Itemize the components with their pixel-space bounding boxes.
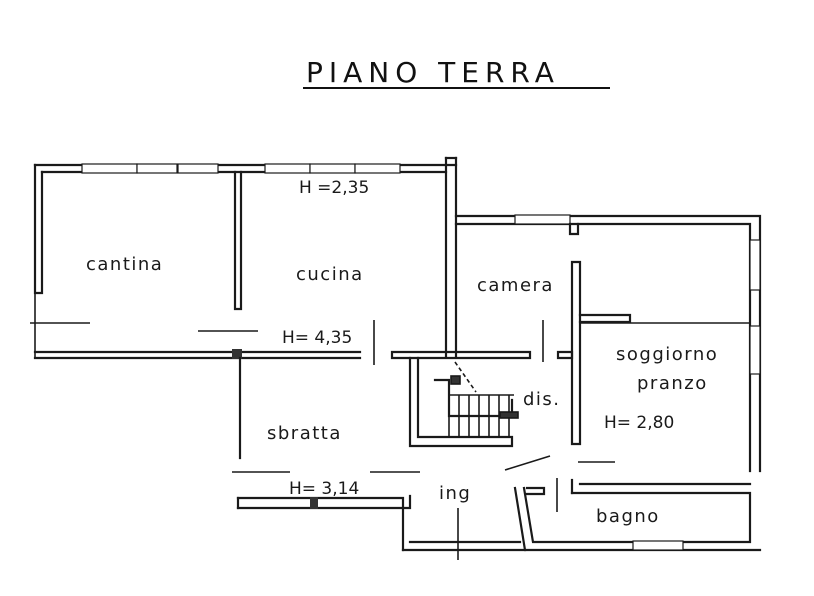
room-label-cantina: cantina [86,254,163,275]
room-label-pranzo: pranzo [637,373,708,394]
height-label-cucina-bottom: H= 4,35 [282,328,352,348]
room-label-ing: ing [439,483,471,504]
window [514,214,571,225]
window [177,163,219,174]
room-label-cucina: cucina [296,264,364,285]
room-label-bagno: bagno [596,506,660,527]
height-label-sbratta: H= 3,14 [289,479,359,499]
window [309,163,356,174]
room-label-sbratta: sbratta [267,423,342,444]
window [749,325,761,375]
room-label-dis: dis. [523,389,561,410]
room-label-soggiorno: soggiorno [616,344,718,365]
room-label-camera: camera [477,275,554,296]
stairs [448,361,519,437]
height-label-cucina-top: H =2,35 [299,178,369,198]
walls [30,156,762,560]
plan-title: PIANO TERRA [306,56,560,89]
height-label-soggiorno: H= 2,80 [604,413,674,433]
window [81,163,138,174]
window [632,540,684,551]
window [136,163,178,174]
window [749,239,761,291]
window [264,163,311,174]
window [354,163,401,174]
